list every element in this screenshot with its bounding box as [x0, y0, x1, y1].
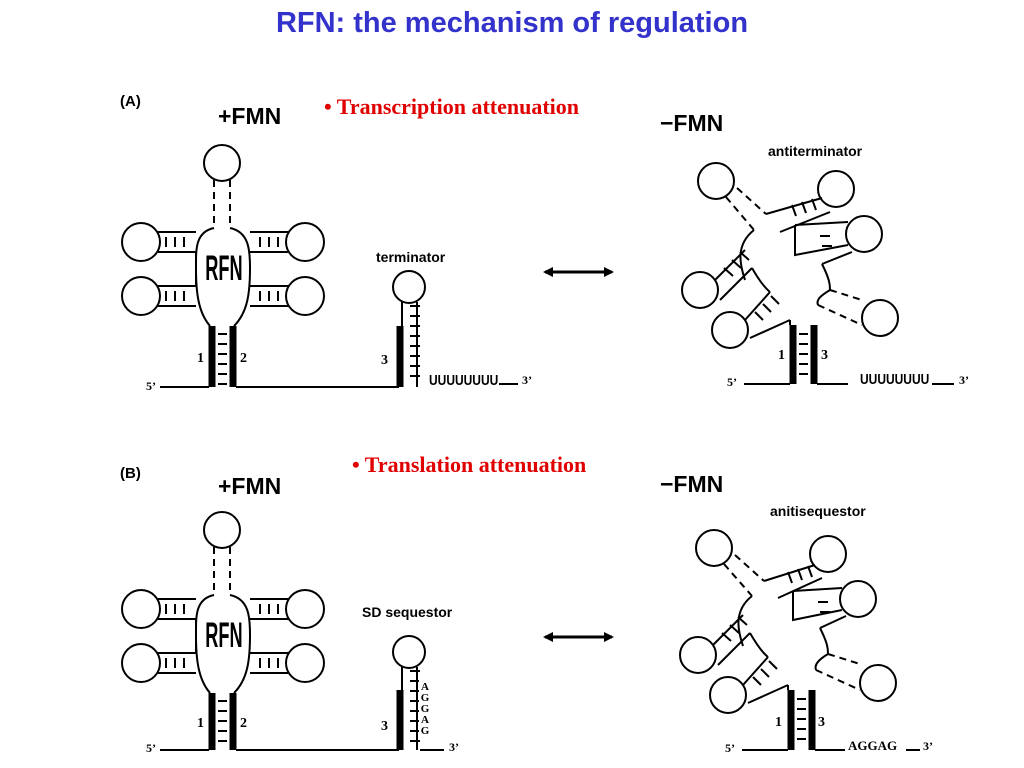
antiterminator-structure: antiterminator	[681, 143, 969, 389]
antiterminator-label: antiterminator	[768, 143, 863, 159]
seg1-label: 1	[778, 348, 785, 363]
seg2-label: 2	[240, 716, 247, 731]
sd-letter: A	[421, 714, 429, 726]
panel-a-letter: (A)	[120, 93, 141, 110]
seg3-label: 3	[381, 353, 388, 368]
panel-b-letter: (B)	[120, 465, 141, 482]
panel-a: (A) • Transcription attenuation +FMN −FM…	[120, 93, 969, 393]
free-sd-sequence: AGGAG	[848, 738, 897, 753]
top-loop	[203, 144, 241, 182]
five-prime-label: 5’	[146, 741, 156, 755]
page-title: RFN: the mechanism of regulation	[276, 7, 748, 39]
five-prime-label: 5’	[146, 379, 156, 393]
seg3-label: 3	[381, 719, 388, 734]
rfn-label: RFN	[205, 249, 242, 288]
sd-sequestor-hairpin: SD sequestor A G G A G 3 3’	[362, 604, 459, 754]
three-prime-label: 3’	[959, 373, 969, 387]
u-tail: UUUUUUUU	[429, 372, 498, 389]
panel-b-right-state: −FMN	[660, 471, 723, 497]
sd-letter: G	[421, 703, 430, 715]
u-tail: UUUUUUUU	[860, 371, 929, 388]
seg1-label: 1	[775, 715, 782, 730]
sd-letter: A	[421, 681, 429, 693]
panel-b: (B) • Translation attenuation +FMN −FMN	[120, 452, 933, 755]
seg3-label: 3	[818, 715, 825, 730]
three-prime-label: 3’	[522, 373, 532, 387]
antisequestor-label: anitisequestor	[770, 503, 866, 519]
sd-sequestor-label: SD sequestor	[362, 604, 453, 620]
seg1-label: 1	[197, 716, 204, 731]
panel-b-left-state: +FMN	[218, 473, 281, 499]
panel-b-bullet: • Translation attenuation	[352, 452, 586, 477]
three-prime-label: 3’	[449, 740, 459, 754]
panel-a-bullet: • Transcription attenuation	[324, 94, 579, 119]
aptamer-b: RFN 1 2 5’	[121, 511, 399, 755]
five-prime-label: 5’	[725, 741, 735, 755]
antisequestor-structure: anitisequestor	[679, 503, 933, 755]
sd-letter: G	[421, 692, 430, 704]
panel-a-right-state: −FMN	[660, 110, 723, 136]
aptamer-a: RFN 1 2 5’	[121, 144, 399, 393]
terminator-label: terminator	[376, 249, 446, 265]
sd-letter: G	[421, 725, 430, 737]
seg2-label: 2	[240, 351, 247, 366]
rfn-label: RFN	[205, 616, 242, 655]
seg3-label: 3	[821, 348, 828, 363]
panel-a-left-state: +FMN	[218, 103, 281, 129]
seg1-label: 1	[197, 351, 204, 366]
three-prime-label: 3’	[923, 739, 933, 753]
five-prime-label: 5’	[727, 375, 737, 389]
terminator-hairpin: terminator 3 UUUUUUUU 3’	[376, 249, 532, 388]
